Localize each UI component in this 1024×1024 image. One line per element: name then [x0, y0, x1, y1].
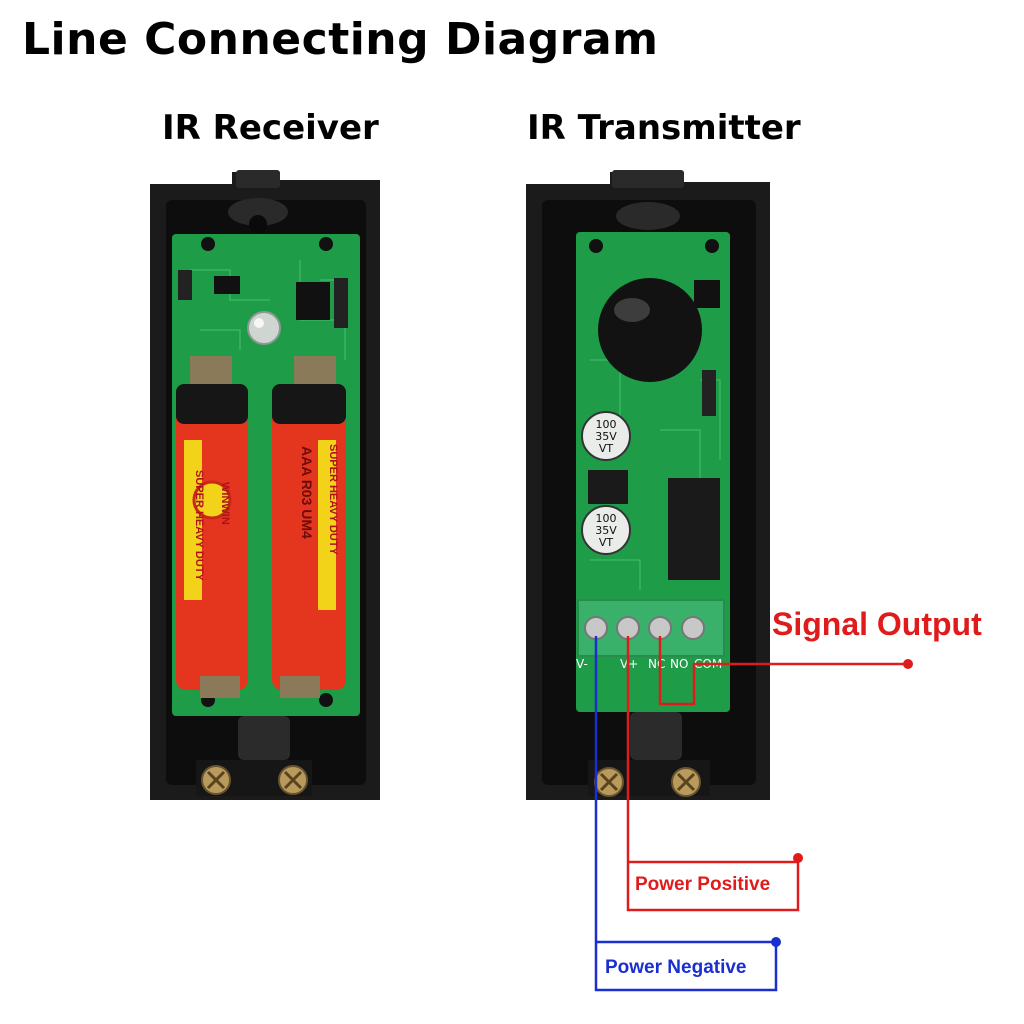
- receiver-sensor: [249, 215, 267, 233]
- receiver-lens-mount: [228, 198, 288, 226]
- power-positive-wire: [626, 636, 800, 912]
- power-negative-label: Power Negative: [605, 957, 747, 978]
- receiver-jumper: [178, 270, 192, 300]
- battery-right-text: SUPER HEAVY DUTY: [327, 444, 339, 556]
- capacitor-1: 100 35V VT: [581, 411, 631, 461]
- transmitter-unit: 100 35V VT 100 35V VT V- V+ NC NO COM: [526, 170, 770, 800]
- signal-output-label: Signal Output: [772, 606, 982, 642]
- terminal-label-nc: NC: [648, 657, 665, 671]
- receiver-grommet: [238, 716, 290, 760]
- battery-left: [176, 384, 248, 690]
- svg-text:100: 100: [596, 418, 617, 431]
- svg-text:35V: 35V: [595, 524, 617, 537]
- transmitter-top-tab: [612, 170, 684, 188]
- battery-size-text: AAA R03 UM4: [299, 446, 315, 539]
- transmitter-label: IR Transmitter: [527, 108, 801, 148]
- battery-clip-bottom-left: [200, 676, 240, 698]
- svg-text:VT: VT: [599, 442, 614, 455]
- receiver-top-tab: [236, 170, 280, 188]
- transmitter-lens-mount: [616, 202, 680, 230]
- transmitter-regulator: [588, 470, 628, 504]
- battery-clip-bottom-right: [280, 676, 320, 698]
- battery-left-text: SUPER HEAVY DUTY: [193, 470, 205, 582]
- power-positive-label: Power Positive: [635, 874, 770, 895]
- ir-dome: [598, 278, 702, 382]
- diagram-title: Line Connecting Diagram: [22, 14, 659, 65]
- transmitter-chip-small: [694, 280, 720, 308]
- battery-right: [272, 384, 346, 690]
- transmitter-screws: [594, 767, 701, 797]
- power-negative-wire: [594, 636, 778, 992]
- receiver-unit: SUPER HEAVY DUTY WINWIN SUPER HEAVY DUTY…: [150, 170, 380, 800]
- transmitter-relay: [668, 478, 720, 580]
- receiver-chip: [296, 282, 330, 320]
- capacitor-2: 100 35V VT: [581, 505, 631, 555]
- transmitter-mount-holes: [589, 239, 719, 253]
- svg-text:100: 100: [596, 512, 617, 525]
- transmitter-grommet: [630, 712, 682, 760]
- receiver-screws: [201, 765, 308, 795]
- signal-output-wire: [658, 636, 908, 706]
- battery-brand: WINWIN: [219, 482, 231, 525]
- power-positive-dot: [793, 853, 803, 863]
- power-negative-dot: [771, 937, 781, 947]
- receiver-chip-small: [214, 276, 240, 294]
- svg-text:VT: VT: [599, 536, 614, 549]
- transmitter-jumper: [702, 370, 716, 416]
- signal-output-dot: [903, 659, 913, 669]
- receiver-header: [334, 278, 348, 328]
- terminal-screws: [584, 616, 705, 640]
- terminal-label-no: NO: [670, 657, 688, 671]
- receiver-led: [247, 311, 281, 345]
- terminal-label-vneg: V-: [576, 657, 588, 671]
- receiver-label: IR Receiver: [162, 108, 379, 148]
- svg-text:35V: 35V: [595, 430, 617, 443]
